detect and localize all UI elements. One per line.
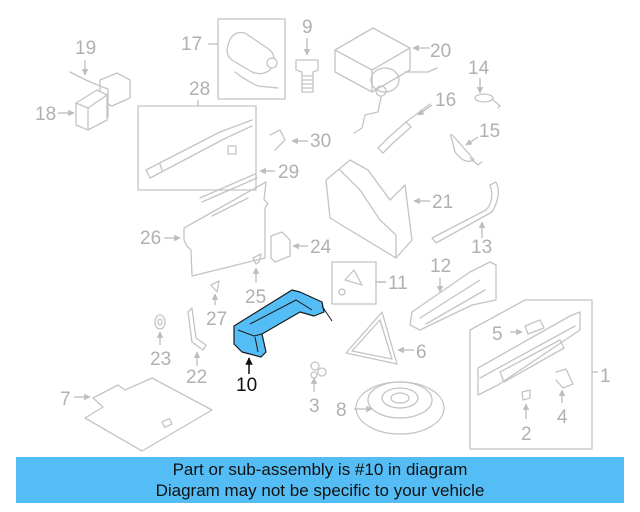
callout-29: 29 [278, 162, 299, 183]
part-20-compressor[interactable] [334, 27, 438, 134]
part-27-pin[interactable] [210, 280, 220, 305]
callout-3: 3 [309, 396, 320, 417]
callout-7: 7 [60, 389, 71, 410]
callout-18: 18 [35, 104, 56, 125]
part-5-pad[interactable] [510, 319, 545, 336]
part-6-warning-triangle[interactable] [345, 311, 414, 365]
part-25-pin[interactable] [252, 253, 262, 283]
callout-10: 10 [236, 375, 257, 396]
callout-13: 13 [471, 237, 492, 258]
callout-27: 27 [206, 309, 227, 330]
part-3-clip[interactable] [310, 361, 327, 392]
part-13-wrench[interactable] [431, 181, 499, 244]
banner-line-part: Part or sub-assembly is #10 in diagram [172, 460, 468, 479]
callout-23: 23 [150, 349, 171, 370]
part-12-jack[interactable] [409, 261, 497, 331]
part-22-trim[interactable] [187, 307, 207, 366]
callout-26: 26 [140, 228, 161, 249]
callout-labels: 1 2 3 4 5 6 7 8 9 10 11 12 13 14 15 16 1… [35, 17, 611, 445]
part-16-screwdriver[interactable] [377, 103, 433, 154]
part-18-19-bag[interactable] [58, 60, 131, 131]
banner-line-disclaimer: Diagram may not be specific to your vehi… [155, 481, 485, 500]
callout-9: 9 [302, 17, 313, 38]
part-17-filter[interactable] [208, 18, 286, 100]
callout-21: 21 [432, 192, 453, 213]
callout-15: 15 [479, 121, 500, 142]
callout-14: 14 [468, 58, 490, 79]
part-15-tow-eye[interactable] [449, 133, 483, 166]
callout-5: 5 [492, 324, 503, 345]
part-7-floor-mat[interactable] [74, 377, 213, 452]
callout-28: 28 [189, 79, 210, 100]
callout-17: 17 [181, 34, 202, 55]
part-10-highlighted-cover[interactable] [233, 289, 333, 374]
part-30-clip[interactable] [269, 129, 308, 151]
part-28-bracket[interactable] [137, 100, 257, 191]
part-4-bracket[interactable] [555, 368, 574, 403]
callout-12: 12 [430, 256, 451, 277]
callout-22: 22 [186, 367, 207, 388]
callout-2: 2 [521, 424, 532, 445]
callout-1: 1 [600, 366, 611, 387]
callout-6: 6 [416, 342, 427, 363]
callout-25: 25 [245, 287, 266, 308]
part-2-clip[interactable] [521, 389, 531, 419]
part-8-spare-wheel-base[interactable] [354, 381, 445, 435]
part-9-bolt[interactable] [295, 38, 319, 93]
callout-20: 20 [430, 41, 451, 62]
callout-16: 16 [435, 90, 456, 111]
part-26-panel[interactable] [164, 181, 269, 277]
part-23-grommet[interactable] [154, 314, 166, 345]
callout-24: 24 [310, 237, 332, 258]
part-1-sill-panel[interactable] [469, 299, 598, 450]
part-11-box[interactable] [331, 261, 386, 305]
callout-11: 11 [388, 273, 408, 294]
part-24-bracket[interactable] [270, 231, 308, 263]
callout-8: 8 [336, 400, 347, 421]
callout-4: 4 [557, 407, 568, 428]
info-banner: Part or sub-assembly is #10 in diagram D… [16, 457, 624, 503]
part-14-ring[interactable] [474, 78, 501, 109]
callout-19: 19 [75, 38, 96, 59]
part-29-strip[interactable] [199, 167, 275, 203]
part-21-tray[interactable] [325, 159, 430, 259]
callout-30: 30 [310, 131, 331, 152]
